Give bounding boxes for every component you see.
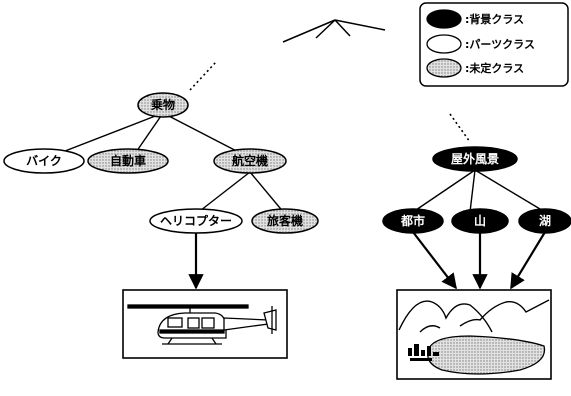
legend-background-class: :背景クラス xyxy=(426,9,524,29)
node-aircraft: 航空機 xyxy=(213,148,287,174)
node-aircraft-label: 航空機 xyxy=(232,153,268,168)
node-bike: バイク xyxy=(3,148,85,174)
node-lake-label: 湖 xyxy=(539,213,551,228)
node-car-label: 自動車 xyxy=(110,153,146,168)
node-vehicle-label: 乗物 xyxy=(151,97,175,112)
node-airliner: 旅客機 xyxy=(251,208,319,234)
legend-undefined-label: :未定クラス xyxy=(465,61,524,75)
node-airliner-label: 旅客機 xyxy=(267,213,303,228)
arrows xyxy=(188,231,546,290)
node-helicopter-label: ヘリコプター xyxy=(160,213,232,228)
node-car: 自動車 xyxy=(87,148,169,174)
legend-parts-class: :パーツクラス xyxy=(426,34,535,54)
dotted-link-vehicle xyxy=(189,61,217,91)
node-bike-label: バイク xyxy=(26,154,62,168)
legend-parts-label: :パーツクラス xyxy=(465,38,535,51)
helicopter-image xyxy=(122,289,288,359)
node-mountain: 山 xyxy=(451,208,509,234)
node-outdoor-scene: 屋外風景 xyxy=(432,146,518,172)
legend-undefined-class: :未定クラス xyxy=(426,58,524,78)
lake-shape xyxy=(427,335,546,375)
node-mountain-label: 山 xyxy=(474,213,486,228)
city-cluster xyxy=(408,344,439,361)
dotted-link-outdoor xyxy=(449,113,471,143)
node-city: 都市 xyxy=(382,208,444,234)
node-lake: 湖 xyxy=(518,208,571,234)
node-city-label: 都市 xyxy=(400,213,425,228)
node-helicopter: ヘリコプター xyxy=(149,208,243,234)
legend: :背景クラス :パーツクラス :未定クラス xyxy=(419,2,569,87)
root-fragment xyxy=(282,19,386,43)
landscape-image xyxy=(396,289,552,380)
legend-background-label: :背景クラス xyxy=(465,12,524,26)
node-outdoor-label: 屋外風景 xyxy=(451,151,499,166)
node-vehicle: 乗物 xyxy=(137,92,189,118)
